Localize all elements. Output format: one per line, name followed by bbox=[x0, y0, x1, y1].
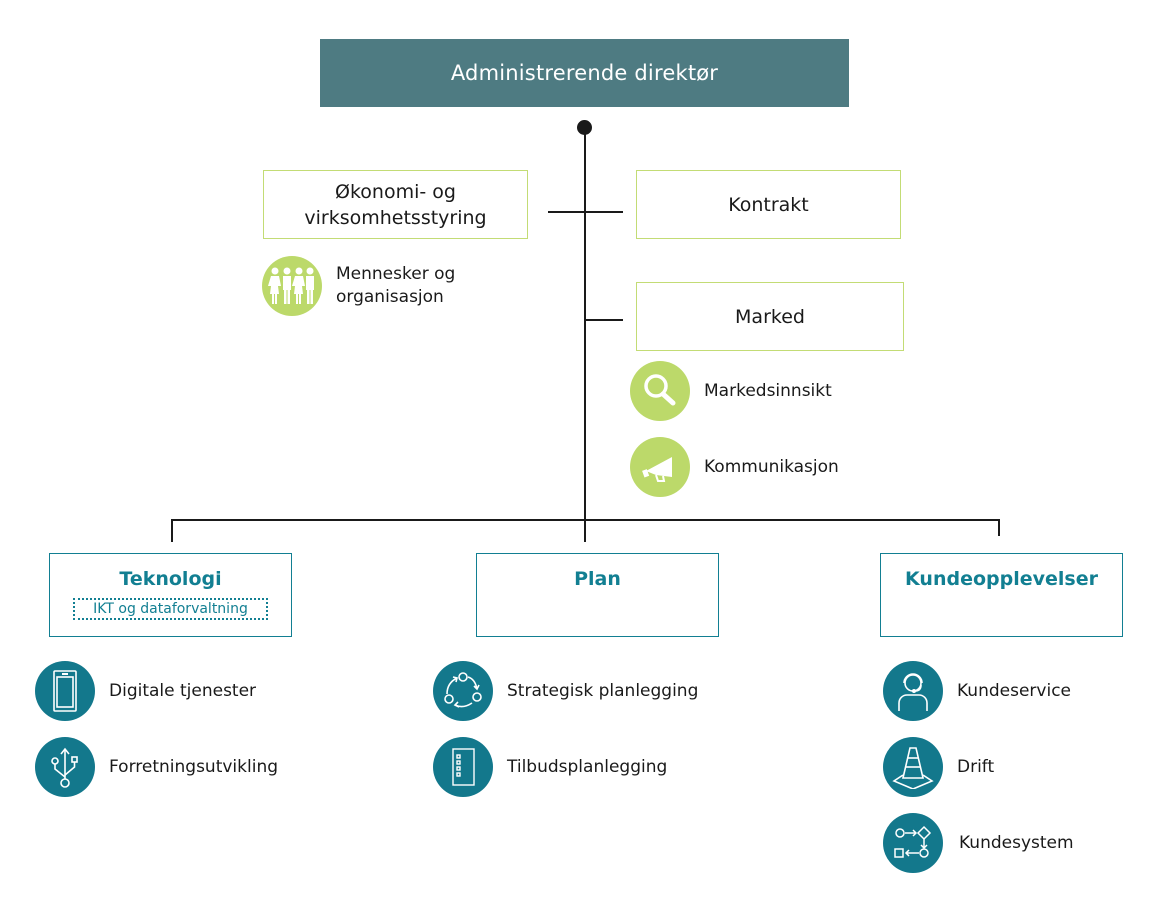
list-item[interactable]: Tilbudsplanlegging bbox=[433, 737, 667, 797]
staff-box-finance[interactable]: Økonomi- og virksomhetsstyring bbox=[263, 170, 528, 239]
item-label: Kommunikasjon bbox=[704, 456, 839, 477]
staff-branch-line bbox=[548, 211, 623, 213]
item-label: Drift bbox=[957, 756, 995, 777]
traffic-cone-icon bbox=[883, 737, 943, 797]
division-drop-left bbox=[171, 519, 173, 542]
item-label: Tilbudsplanlegging bbox=[507, 756, 668, 777]
main-trunk-line bbox=[584, 127, 586, 519]
staff-finance-title-line1: Økonomi- og bbox=[335, 180, 456, 203]
magnifier-icon bbox=[630, 361, 690, 421]
item-label-line1: Mennesker og bbox=[336, 264, 456, 284]
usb-icon bbox=[35, 737, 95, 797]
division-drop-right bbox=[998, 519, 1000, 536]
division-title: Plan bbox=[574, 568, 621, 590]
item-label-line2: organisasjon bbox=[336, 287, 444, 307]
division-drop-center bbox=[584, 519, 586, 542]
list-item[interactable]: Markedsinnsikt bbox=[630, 361, 832, 421]
division-title: Kundeopplevelser bbox=[905, 568, 1098, 590]
market-branch-line bbox=[584, 319, 623, 321]
list-item[interactable]: Forretningsutvikling bbox=[35, 737, 278, 797]
ceo-title: Administrerende direktør bbox=[450, 61, 719, 85]
staff-box-market[interactable]: Marked bbox=[636, 282, 904, 351]
division-subunit[interactable]: IKT og dataforvaltning bbox=[73, 598, 268, 620]
headset-person-icon bbox=[883, 661, 943, 721]
list-item[interactable]: Kundesystem bbox=[883, 813, 1074, 873]
megaphone-icon bbox=[630, 437, 690, 497]
people-icon bbox=[262, 256, 322, 316]
list-item[interactable]: Kommunikasjon bbox=[630, 437, 839, 497]
item-label: Kundesystem bbox=[959, 832, 1074, 853]
checklist-icon bbox=[433, 737, 493, 797]
item-label: Strategisk planlegging bbox=[507, 680, 699, 701]
cycle-icon bbox=[433, 661, 493, 721]
division-box-plan[interactable]: Plan bbox=[476, 553, 719, 637]
flowchart-icon bbox=[883, 813, 943, 873]
division-title: Teknologi bbox=[119, 568, 222, 590]
item-label: Kundeservice bbox=[957, 680, 1071, 701]
item-label: Digitale tjenester bbox=[109, 680, 257, 701]
list-item[interactable]: Mennesker og organisasjon bbox=[262, 256, 455, 316]
division-box-customer-experience[interactable]: Kundeopplevelser bbox=[880, 553, 1123, 637]
division-box-technology[interactable]: Teknologi IKT og dataforvaltning bbox=[49, 553, 292, 637]
staff-market-title: Marked bbox=[735, 305, 805, 328]
staff-finance-title-line2: virksomhetsstyring bbox=[304, 206, 487, 229]
staff-box-contract[interactable]: Kontrakt bbox=[636, 170, 901, 239]
list-item[interactable]: Kundeservice bbox=[883, 661, 1071, 721]
staff-contract-title: Kontrakt bbox=[728, 193, 809, 216]
list-item[interactable]: Digitale tjenester bbox=[35, 661, 256, 721]
list-item[interactable]: Strategisk planlegging bbox=[433, 661, 698, 721]
list-item[interactable]: Drift bbox=[883, 737, 994, 797]
ceo-box[interactable]: Administrerende direktør bbox=[320, 39, 849, 107]
item-label: Forretningsutvikling bbox=[109, 756, 279, 777]
smartphone-icon bbox=[35, 661, 95, 721]
item-label: Markedsinnsikt bbox=[704, 380, 832, 401]
